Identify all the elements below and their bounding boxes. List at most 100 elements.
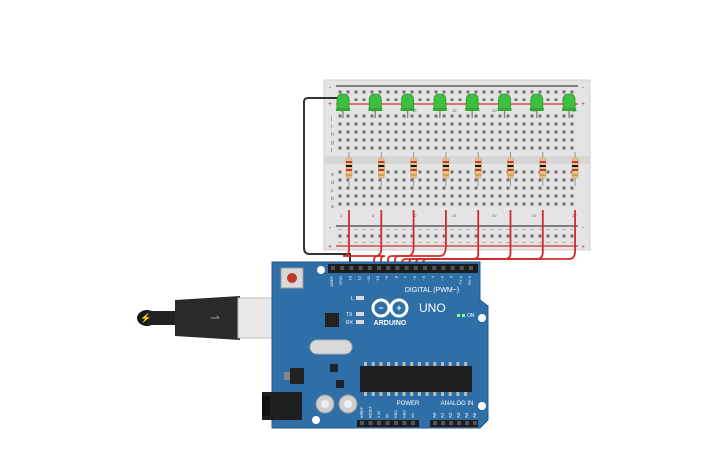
header-pin[interactable] [340, 266, 345, 270]
resistor-band [346, 174, 352, 176]
chip-leg [379, 392, 383, 396]
led[interactable] [368, 93, 382, 111]
header-pin[interactable] [459, 266, 464, 270]
led[interactable] [336, 93, 350, 111]
led[interactable] [465, 93, 479, 111]
chip-leg [441, 392, 444, 396]
rail-minus-br: - [582, 225, 585, 232]
header-pin[interactable] [368, 421, 373, 425]
resistor-band [442, 174, 449, 176]
header-pin[interactable] [449, 421, 453, 425]
crystal-oscillator [309, 339, 353, 355]
header-pin[interactable] [377, 421, 381, 425]
usb-connector-body [175, 296, 240, 340]
lightning-icon: ⚡ [140, 312, 151, 324]
header-pin[interactable] [411, 421, 415, 425]
chip-leg [425, 362, 429, 366]
ground-wire[interactable] [303, 97, 351, 268]
header-pin[interactable] [367, 266, 372, 270]
header-pin[interactable] [360, 421, 364, 425]
signal-wire[interactable] [375, 210, 386, 268]
power-pin-label: Vin [411, 413, 415, 418]
resistor-band [378, 169, 385, 171]
resistor-band [539, 165, 546, 167]
header-pin[interactable] [469, 266, 473, 270]
chip-leg [448, 362, 452, 366]
led-base [529, 108, 544, 111]
chip-leg [410, 392, 414, 396]
resistor-band [410, 174, 417, 176]
header-pin[interactable] [402, 421, 407, 425]
usb-symbol-icon: ⇀ [210, 311, 220, 325]
led-base [562, 108, 577, 111]
chip-leg [394, 392, 398, 396]
usb-cable[interactable]: ⚡ ⇀ [137, 296, 277, 340]
svg-text:−: − [378, 303, 383, 313]
terminal-strip-top[interactable] [338, 112, 578, 154]
header-pin[interactable] [450, 266, 455, 270]
resistor-band [410, 169, 417, 171]
top-rail-holes[interactable] [338, 89, 578, 101]
led[interactable] [433, 93, 447, 111]
chip-leg [433, 392, 437, 396]
header-pin[interactable] [358, 266, 363, 270]
chip-leg [441, 362, 444, 366]
reset-button-cap[interactable] [287, 273, 297, 283]
header-pin[interactable] [349, 266, 354, 270]
chip-leg [387, 362, 391, 366]
resistor-band [442, 161, 449, 163]
on-label: ON [467, 313, 475, 319]
row-letter: a [331, 204, 334, 210]
analog-label: ANALOG IN [441, 401, 474, 407]
resistor-band [442, 165, 449, 167]
on-led [457, 314, 460, 317]
led[interactable] [401, 93, 414, 111]
header-pin[interactable] [377, 266, 381, 270]
header-pin[interactable] [394, 421, 398, 425]
analog-pin-label: A1 [440, 412, 445, 418]
header-pin[interactable] [441, 421, 445, 425]
usb-chip [325, 313, 339, 327]
resistor-band [539, 174, 546, 176]
led[interactable] [498, 93, 511, 111]
digital-header [328, 264, 478, 273]
header-pin[interactable] [395, 266, 400, 270]
bottom-rail-holes[interactable] [338, 229, 578, 243]
atmega-chip [360, 366, 472, 392]
led[interactable] [562, 93, 576, 111]
led[interactable] [530, 93, 544, 111]
mount-hole [317, 266, 325, 274]
header-pin[interactable] [423, 266, 427, 270]
header-pin[interactable] [457, 421, 461, 425]
header-pin[interactable] [413, 266, 418, 270]
signal-wire[interactable] [342, 210, 379, 268]
header-pin[interactable] [473, 421, 477, 425]
header-pin[interactable] [465, 421, 469, 425]
chip-leg [394, 362, 398, 366]
header-pin[interactable] [404, 266, 409, 270]
usb-cable-strain [147, 311, 177, 325]
digital-pin-label: RX 0 [467, 275, 472, 285]
header-pin[interactable] [432, 266, 437, 270]
chip-leg [379, 362, 383, 366]
capacitor-top [344, 400, 352, 408]
chip-leg [387, 392, 391, 396]
header-pin[interactable] [433, 421, 437, 425]
header-pin[interactable] [331, 266, 335, 270]
header-pin[interactable] [441, 266, 446, 270]
header-pin[interactable] [386, 266, 391, 270]
small-component [336, 380, 344, 388]
header-pin[interactable] [385, 421, 390, 425]
signal-wire[interactable] [394, 210, 447, 268]
digital-pin-label: GND [338, 276, 343, 285]
resistor-band [572, 174, 579, 176]
resistor-band [572, 165, 579, 167]
signal-wire[interactable] [422, 210, 576, 268]
row-letter: f [331, 148, 333, 154]
digital-pin-label: 8 [393, 275, 398, 278]
